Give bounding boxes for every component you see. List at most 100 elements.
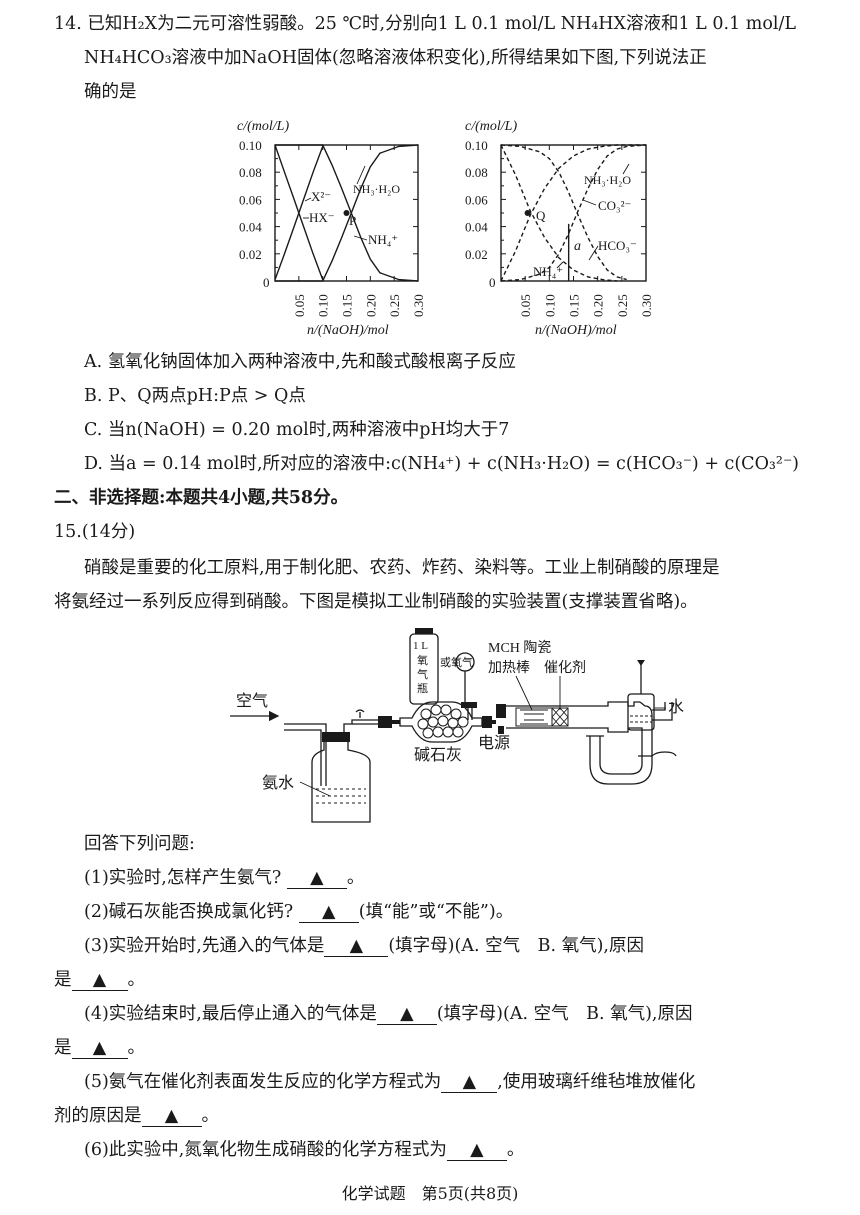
chart-right-ytick-label-4: 0.02 <box>465 247 488 262</box>
q15-sub1: (1)实验时,怎样产生氨气? ▲。 <box>84 866 364 890</box>
chart-right-series-0 <box>500 144 618 282</box>
q15-sub4-blank2[interactable]: ▲ <box>71 1038 128 1059</box>
chart-left-ylabel: c/(mol/L) <box>237 119 289 134</box>
q15-sub4-text: (4)实验结束时,最后停止通入的气体是 <box>84 1004 377 1024</box>
q15-sub4-blank1[interactable]: ▲ <box>376 1004 437 1025</box>
chart-right-nh4-leader <box>556 261 564 269</box>
apparatus-diagram: 空气 氨水 碱石灰 1 L 氧 气 瓶 或氧气 <box>230 628 684 823</box>
q15-sub5-line2-post: 。 <box>201 1106 220 1126</box>
q15-sub5-blank1[interactable]: ▲ <box>441 1072 498 1093</box>
chart-left-origin-label: 0 <box>263 275 270 290</box>
q15-sub5: (5)氨气在催化剂表面发生反应的化学方程式为▲,使用玻璃纤维毡堆放催化 <box>84 1070 695 1094</box>
q15-sub5-line2: 剂的原因是▲。 <box>54 1104 219 1128</box>
catalyst-label: 催化剂 <box>544 660 586 676</box>
power-label: 电源 <box>478 734 510 752</box>
mch-label: MCH 陶瓷 <box>488 640 551 656</box>
q15-intro-line1: 硝酸是重要的化工原料,用于制化肥、农药、炸药、染料等。工业上制硝酸的原理是 <box>84 558 720 578</box>
q15-sub1-post: 。 <box>346 868 365 888</box>
chart-right-nh3-leader <box>622 163 630 175</box>
chart-right-ytick-label-3: 0.04 <box>465 220 488 235</box>
chart-left-xtick-label-2: 0.15 <box>340 294 355 317</box>
q15-sub6-blank[interactable]: ▲ <box>446 1140 507 1161</box>
chart-right-xtick-label-2: 0.15 <box>567 294 582 317</box>
chart-right-series-3 <box>500 144 647 282</box>
chart-right-frame <box>500 144 647 282</box>
q15-intro-line2: 将氨经过一系列反应得到硝酸。下图是模拟工业制硝酸的实验装置(支撑装置省略)。 <box>54 592 698 612</box>
q15-sub4: (4)实验结束时,最后停止通入的气体是▲(填字母)(A. 空气 B. 氧气),原… <box>84 1002 692 1026</box>
cylinder-label-3: 瓶 <box>417 681 428 695</box>
air-label: 空气 <box>236 692 268 710</box>
oxygen-label: 或氧气 <box>440 655 473 669</box>
q15-sub3-blank1[interactable]: ▲ <box>324 936 389 957</box>
chart-right-xtick-label-0: 0.05 <box>518 294 533 317</box>
q15-sub3-blank2[interactable]: ▲ <box>71 970 128 991</box>
q15-sub2-blank[interactable]: ▲ <box>298 902 359 923</box>
cylinder-label-2: 气 <box>417 667 428 681</box>
chart-right-ytick-label-1: 0.08 <box>465 165 488 180</box>
cylinder-label-1: 氧 <box>417 653 428 667</box>
q15-sub2-text: (2)碱石灰能否换成氯化钙? <box>84 902 294 922</box>
q14-option-d: D. 当a = 0.14 mol时,所对应的溶液中:c(NH₄⁺) + c(NH… <box>84 454 800 474</box>
chart-left-series-1 <box>274 146 324 280</box>
chart-right-xtick-label-3: 0.20 <box>591 294 606 317</box>
chart-left-nh3-label: NH₃·H₂O <box>353 182 400 196</box>
chart-left-frame <box>274 144 419 282</box>
chart-left-ytick-label-4: 0.02 <box>239 247 262 262</box>
chart-left-xtick-label-5: 0.30 <box>411 294 426 317</box>
cylinder-label-volume: 1 L <box>413 640 428 652</box>
q15-number: 15.(14分) <box>54 522 136 542</box>
q14-option-a: A. 氢氧化钠固体加入两种溶液中,先和酸式酸根离子反应 <box>84 352 516 372</box>
chart-right-point-q <box>524 210 531 216</box>
chart-left-xtick-label-3: 0.20 <box>363 294 378 317</box>
q15-sub5-blank2[interactable]: ▲ <box>141 1106 202 1127</box>
chart-left-ytick-label-1: 0.08 <box>239 165 262 180</box>
chart-right-series-1 <box>500 144 646 282</box>
chart-left-ytick-label-3: 0.04 <box>239 220 262 235</box>
chart-left-hx-label: HX⁻ <box>309 210 335 225</box>
q15-sub2-post: (填“能”或“不能”)。 <box>358 902 514 922</box>
chart-left-nh4-label: NH₄⁺ <box>368 232 398 247</box>
q15-sub3-line2-pre: 是 <box>54 970 72 990</box>
q15-sub2: (2)碱石灰能否换成氯化钙? ▲(填“能”或“不能”)。 <box>84 900 513 924</box>
chart-left-xtick-label-4: 0.25 <box>387 294 402 317</box>
q15-sub1-blank[interactable]: ▲ <box>286 868 347 889</box>
chart-right-hco3-label: HCO₃⁻ <box>598 238 637 253</box>
chart-left-yticks: 0.10 0.08 0.06 0.04 0.02 <box>239 138 418 268</box>
chart-left-xtick-label-1: 0.10 <box>316 294 331 317</box>
section-2-heading: 二、非选择题:本题共4小题,共58分。 <box>54 488 349 508</box>
q15-sub3-line2: 是▲。 <box>54 968 145 992</box>
chart-left-series-2 <box>275 144 419 282</box>
q14-option-b: B. P、Q两点pH:P点 > Q点 <box>84 386 306 406</box>
water-trap <box>627 660 677 757</box>
q15-sub5-line2-pre: 剂的原因是 <box>54 1106 142 1126</box>
chart-left-xtick-label-0: 0.05 <box>292 294 307 317</box>
q15-sub5-text: (5)氨气在催化剂表面发生反应的化学方程式为 <box>84 1072 442 1092</box>
chart-right-nh4-label: NH₄⁺ <box>533 264 563 279</box>
chart-right-xtick-label-5: 0.30 <box>639 294 654 317</box>
chart-right-co3-leader <box>582 199 597 206</box>
chart-left-point-p <box>343 210 350 216</box>
chart-right-xtick-label-1: 0.10 <box>542 294 557 317</box>
chart-right-ytick-label-2: 0.06 <box>465 192 488 207</box>
answer-prompt: 回答下列问题: <box>84 834 195 854</box>
q15-sub4-line2: 是▲。 <box>54 1036 145 1060</box>
chart-left-ytick-label-0: 0.10 <box>239 138 262 153</box>
chart-left-series-3 <box>275 144 419 282</box>
ammonia-bottle <box>311 730 371 823</box>
page-footer: 化学试题 第5页(共8页) <box>341 1184 519 1203</box>
q15-sub4-post: (填字母)(A. 空气 B. 氧气),原因 <box>436 1004 693 1024</box>
chart-left-nh4-leader <box>353 235 368 241</box>
q15-sub6-post: 。 <box>506 1140 525 1160</box>
chart-right-q-label: Q <box>536 208 546 223</box>
q14-option-c: C. 当n(NaOH) = 0.20 mol时,两种溶液中pH均大于7 <box>84 420 510 440</box>
chart-left-x2-leader <box>304 197 312 202</box>
chart-left-ytick-label-2: 0.06 <box>239 192 262 207</box>
q14-line1: 14. 已知H₂X为二元可溶性弱酸。25 ℃时,分别向1 L 0.1 mol/L… <box>54 14 797 34</box>
ammonia-label: 氨水 <box>262 774 294 792</box>
q14-line2: NH₄HCO₃溶液中加NaOH固体(忽略溶液体积变化),所得结果如下图,下列说法… <box>84 48 707 68</box>
chart-left-nh3-leader <box>356 165 366 185</box>
chart-right-series-2 <box>500 144 627 281</box>
